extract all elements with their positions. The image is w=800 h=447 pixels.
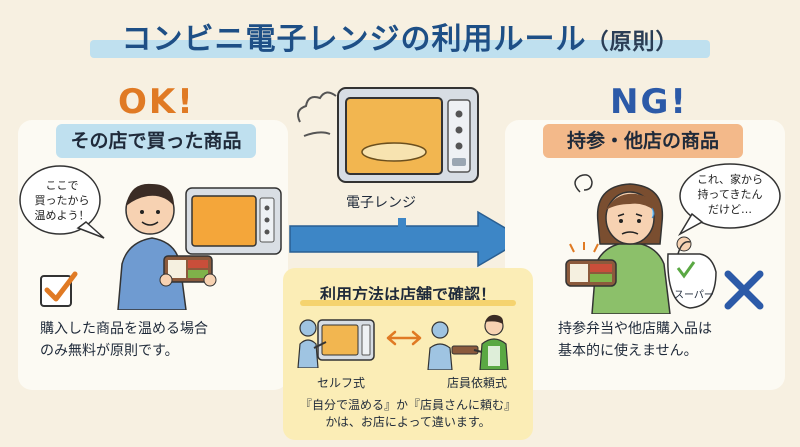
ok-label: OK! xyxy=(118,82,195,122)
ok-bubble-line-1: ここで xyxy=(45,179,79,192)
cross-icon xyxy=(724,270,764,310)
confirm-note-line-1: 『自分で温める』か『店員さんに頼む』 xyxy=(299,398,516,412)
page-title: コンビニ電子レンジの利用ルール（原則） xyxy=(80,14,720,58)
ng-desc-line-1: 持参弁当や他店購入品は xyxy=(558,321,712,337)
title-main: コンビニ電子レンジの利用ルール xyxy=(121,22,587,57)
ok-bubble-text: ここで 買ったから 温めよう！ xyxy=(24,178,100,223)
ng-bubble-line-3: だけど… xyxy=(708,203,752,216)
ng-tag: 持参・他店の商品 xyxy=(543,124,743,158)
ok-person-microwave-illustration xyxy=(117,183,282,310)
ng-bubble-line-2: 持ってきたん xyxy=(697,188,763,201)
check-icon xyxy=(40,271,78,307)
ok-bubble-line-3: 温めよう！ xyxy=(34,209,90,222)
center-microwave-illustration xyxy=(297,87,479,183)
ng-speech-bubble xyxy=(677,163,781,236)
bag-text: スーパー xyxy=(674,290,714,301)
ng-description: 持参弁当や他店購入品は 基本的に使えません。 xyxy=(558,318,712,362)
ok-speech-bubble xyxy=(19,165,105,239)
title-sub: （原則） xyxy=(586,30,679,55)
title-area: コンビニ電子レンジの利用ルール（原則） xyxy=(80,10,720,62)
double-arrow-icon xyxy=(386,330,422,346)
ok-bubble-line-2: 買ったから xyxy=(34,194,90,207)
confirm-note-line-2: かは、お店によって違います。 xyxy=(325,415,491,429)
ng-label: NG! xyxy=(610,82,688,122)
ng-bubble-text: これ、家から 持ってきたん だけど… xyxy=(682,172,778,217)
self-service-illustration xyxy=(297,319,375,368)
staff-label: 店員依頼式 xyxy=(446,376,507,390)
confirm-title-underline xyxy=(300,300,516,306)
ok-desc-line-1: 購入した商品を温める場合 xyxy=(40,321,208,337)
ng-woman-illustration xyxy=(565,174,717,314)
confirm-note: 『自分で温める』か『店員さんに頼む』 かは、お店によって違います。 xyxy=(283,397,533,431)
microwave-label: 電子レンジ xyxy=(346,195,416,211)
ok-tag: その店で買った商品 xyxy=(56,124,256,158)
ng-bubble-line-1: これ、家から xyxy=(696,173,764,186)
ok-desc-line-2: のみ無料が原則です。 xyxy=(40,343,179,359)
staff-service-illustration xyxy=(427,314,509,370)
arrow-right-icon xyxy=(289,210,526,268)
title-underline xyxy=(90,40,710,58)
ng-desc-line-2: 基本的に使えません。 xyxy=(558,343,698,359)
confirm-title: 利用方法は店舗で確認！ xyxy=(319,285,496,304)
self-label: セルフ式 xyxy=(316,376,365,390)
ok-description: 購入した商品を温める場合 のみ無料が原則です。 xyxy=(40,318,208,362)
